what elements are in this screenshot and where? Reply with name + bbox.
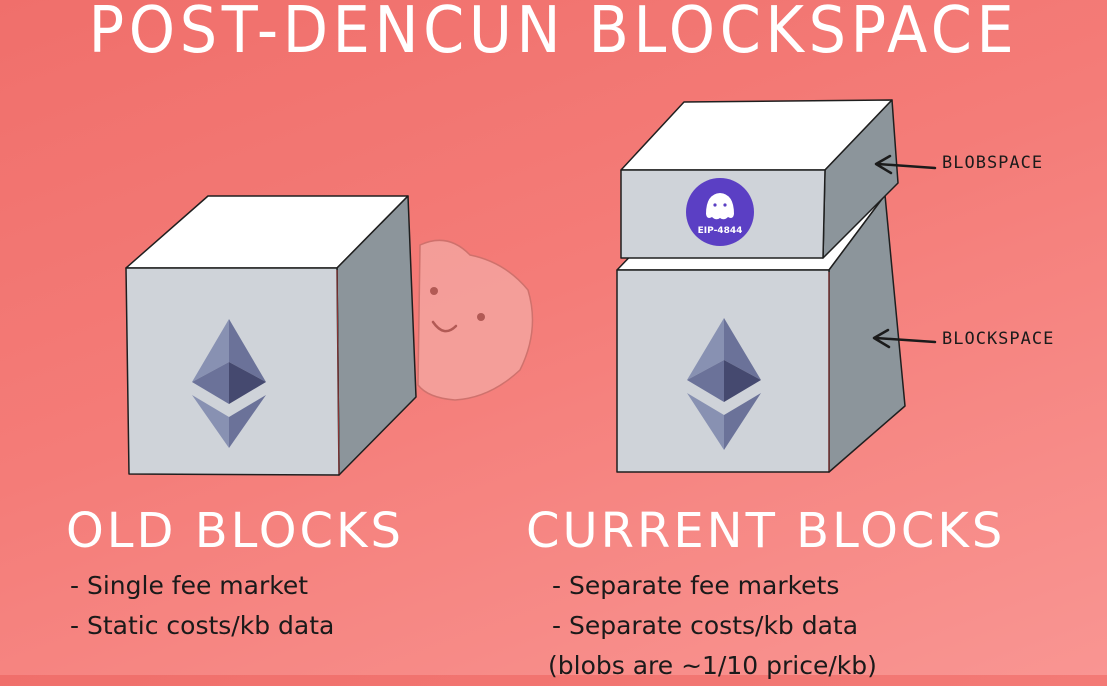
current-blocks-heading: CURRENT BLOCKS [526,503,1006,559]
old-blocks-list: - Single fee market - Static costs/kb da… [70,566,334,646]
list-item: - Single fee market [70,571,309,600]
blobspace-label: BLOBSPACE [942,153,1044,173]
list-item: - Separate costs/kb data [552,611,859,640]
old-blocks-heading: OLD BLOCKS [66,503,404,559]
ethereum-icon [192,319,266,448]
eip-badge-label: EIP-4844 [698,226,743,236]
ethereum-icon [687,318,761,450]
list-item: - Separate fee markets [552,571,840,600]
list-item: - Static costs/kb data [70,611,335,640]
list-item: (blobs are ~1/10 price/kb) [548,651,877,680]
smiling-toast-icon [417,239,534,401]
arrow-left-icon [874,154,937,175]
blockspace-label: BLOCKSPACE [942,329,1055,349]
blob-ghost-icon: EIP-4844 [686,178,754,246]
page-title: POST-DENCUN BLOCKSPACE [88,0,1019,68]
old-block-cube [125,195,417,476]
arrow-left-icon [872,328,937,349]
current-blocks-list: - Separate fee markets - Separate costs/… [548,566,877,686]
